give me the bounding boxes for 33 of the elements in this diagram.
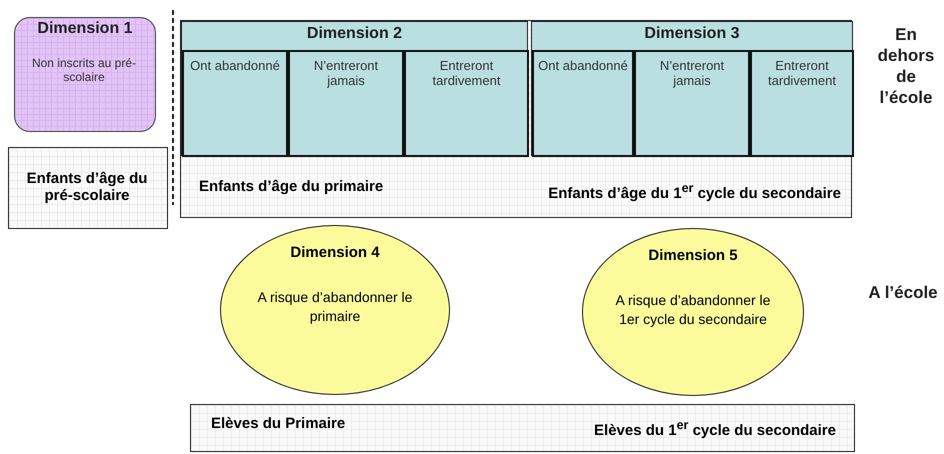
dimension-title: Dimension 1 [36, 20, 134, 38]
category-text: N’entreront jamais [658, 58, 726, 88]
category-box [182, 50, 288, 157]
category-box [634, 50, 750, 157]
dimension-title: Dimension 5 [647, 247, 739, 264]
zone-label: En dehors de l’école [876, 24, 936, 108]
age-group-box [180, 20, 852, 218]
dimension-box [531, 21, 853, 156]
dimension-title: Dimension 2 [306, 25, 404, 43]
category-text: Ont abandonné [538, 58, 628, 73]
category-box [532, 50, 634, 157]
category-text: Non inscrits au pré-scolaire [30, 56, 138, 84]
category-text: N’entreront jamais [312, 58, 380, 88]
category-box [750, 50, 854, 157]
category-box [288, 50, 404, 157]
category-text: Entreront tardivement [432, 58, 502, 88]
age-group-text: Enfants d’âge du primaire [199, 178, 384, 195]
age-group-text: Enfants d’âge du 1$^{er}$ cycle du secondaire [547, 180, 841, 204]
dimension-title: Dimension 4 [289, 244, 381, 261]
zone-label: A l’école [867, 282, 939, 303]
risk-text: A risque d’abandonner le 1er cycle du secondaire [614, 291, 772, 329]
risk-text: A risque d’abandonner le primaire [256, 288, 414, 326]
pupil-group-text: Elèves du Primaire [211, 415, 346, 432]
pupil-group-text: Elèves du 1$^{er}$ cycle du secondaire [593, 417, 836, 441]
age-group-text: Enfants d’âge du pré-scolaire [26, 170, 148, 204]
category-text: Entreront tardivement [767, 58, 837, 88]
dimension-box [181, 21, 528, 156]
category-text: Ont abandonné [189, 58, 281, 73]
age-group-box [8, 147, 168, 229]
dimension-box [14, 17, 156, 132]
dimension-title: Dimension 3 [643, 25, 741, 43]
category-box [404, 50, 529, 157]
pupil-group-box [190, 404, 855, 452]
